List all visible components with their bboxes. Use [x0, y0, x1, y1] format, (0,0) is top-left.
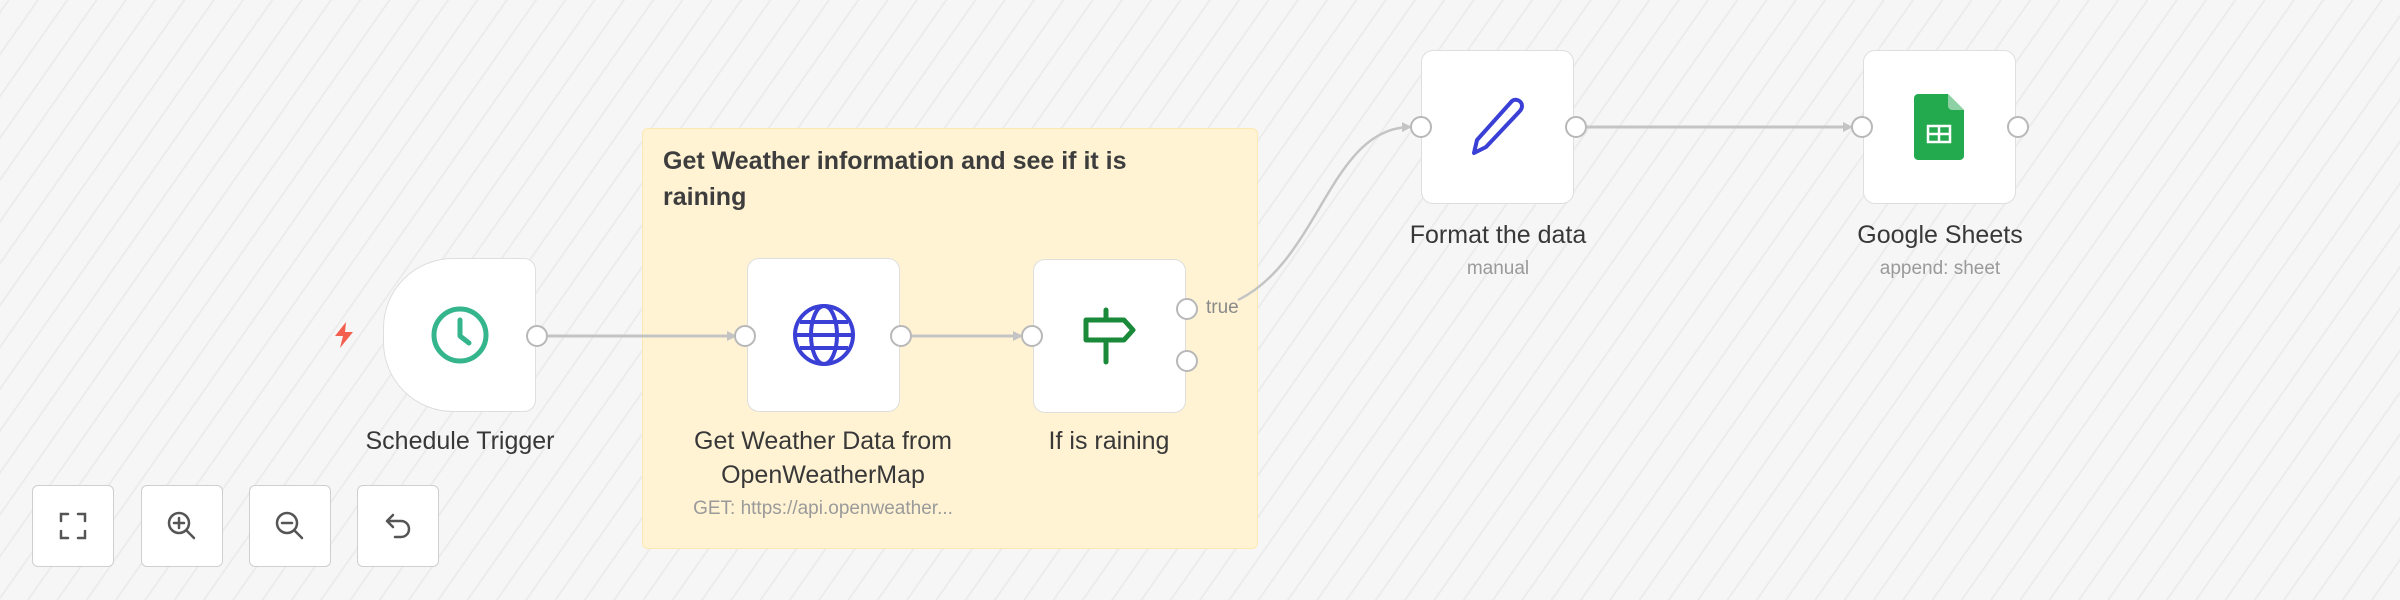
- clock-icon: [431, 306, 488, 364]
- node-if-raining[interactable]: [1033, 259, 1186, 413]
- reset-zoom-button[interactable]: [357, 485, 439, 567]
- google-sheets-icon: [1913, 94, 1964, 160]
- google-sheets-subtitle: append: sheet: [1879, 258, 2001, 279]
- sticky-note-text: Get Weather information and see if it is…: [663, 147, 1127, 211]
- get-weather-input-handle[interactable]: [734, 325, 756, 347]
- zoom-out-icon: [275, 511, 304, 540]
- get-weather-title: Get Weather Data from OpenWeatherMap: [694, 427, 952, 489]
- signpost-icon: [1083, 307, 1135, 365]
- get-weather-output-handle[interactable]: [890, 325, 912, 347]
- get-weather-subtitle: GET: https://api.openweather...: [693, 498, 953, 519]
- if-raining-true-output-handle[interactable]: [1176, 298, 1198, 320]
- node-schedule-trigger[interactable]: [383, 258, 536, 412]
- fullscreen-icon: [59, 512, 87, 540]
- google-sheets-output-handle[interactable]: [2007, 116, 2029, 138]
- format-data-input-handle[interactable]: [1410, 116, 1432, 138]
- schedule-trigger-output-handle[interactable]: [526, 325, 548, 347]
- if-raining-title: If is raining: [1048, 427, 1170, 455]
- format-data-output-handle[interactable]: [1565, 116, 1587, 138]
- zoom-in-button[interactable]: [141, 485, 223, 567]
- zoom-out-button[interactable]: [249, 485, 331, 567]
- undo-icon: [385, 513, 411, 539]
- zoom-in-icon: [167, 511, 196, 540]
- google-sheets-input-handle[interactable]: [1851, 116, 1873, 138]
- globe-icon: [792, 304, 855, 366]
- if-raining-false-output-handle[interactable]: [1176, 350, 1198, 372]
- format-data-title: Format the data: [1409, 221, 1587, 249]
- true-output-label: true: [1206, 297, 1239, 318]
- trigger-bolt-icon: [335, 322, 353, 348]
- schedule-trigger-title: Schedule Trigger: [365, 427, 555, 455]
- if-raining-input-handle[interactable]: [1021, 325, 1043, 347]
- node-get-weather[interactable]: [747, 258, 900, 412]
- node-format-data[interactable]: [1421, 50, 1574, 204]
- node-google-sheets[interactable]: [1863, 50, 2016, 204]
- fit-view-button[interactable]: [32, 485, 114, 567]
- google-sheets-title: Google Sheets: [1857, 221, 2023, 249]
- pencil-icon: [1471, 97, 1524, 155]
- format-data-subtitle: manual: [1466, 258, 1530, 279]
